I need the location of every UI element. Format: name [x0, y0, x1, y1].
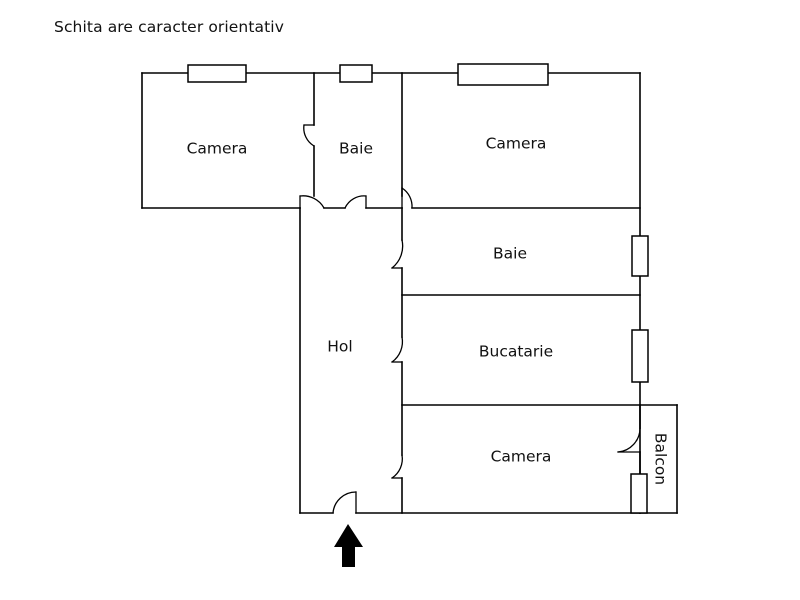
window-baie-mid	[631, 235, 649, 277]
door-camera-top-left-to-hol	[299, 195, 325, 209]
door-baie-top-to-hol	[344, 195, 367, 209]
window-camera-top-left	[187, 64, 247, 83]
entrance-arrow-shape	[334, 524, 363, 567]
window-balcon	[630, 473, 648, 514]
door-hol-to-baie-mid	[391, 239, 404, 269]
room-labels-group: Camera Baie Camera Baie Bucatarie Camera…	[187, 135, 670, 486]
room-label-baie-mid: Baie	[493, 245, 527, 263]
door-camera-top-left-to-baie	[303, 124, 315, 147]
doors-group	[299, 124, 641, 514]
window-bucatarie	[631, 329, 649, 383]
walls-group	[141, 72, 678, 514]
door-camera-bottom-to-balcon	[617, 427, 641, 453]
room-label-balcon: Balcon	[652, 433, 670, 485]
door-hol-to-camera-bottom	[391, 454, 403, 479]
door-entrance	[332, 491, 357, 514]
room-label-baie-top: Baie	[339, 140, 373, 158]
windows-group	[187, 63, 649, 514]
page-title: Schita are caracter orientativ	[54, 18, 284, 36]
room-label-camera-top-right: Camera	[486, 135, 547, 153]
door-camera-top-right-to-hol	[401, 187, 413, 209]
door-hol-to-bucatarie	[391, 336, 404, 363]
room-label-bucatarie: Bucatarie	[479, 343, 553, 361]
window-baie-top	[339, 64, 373, 83]
room-label-hol: Hol	[327, 338, 352, 356]
room-label-camera-bottom: Camera	[491, 448, 552, 466]
room-label-camera-top-left: Camera	[187, 140, 248, 158]
entrance-arrow	[334, 524, 363, 567]
window-camera-top-right	[457, 63, 549, 86]
